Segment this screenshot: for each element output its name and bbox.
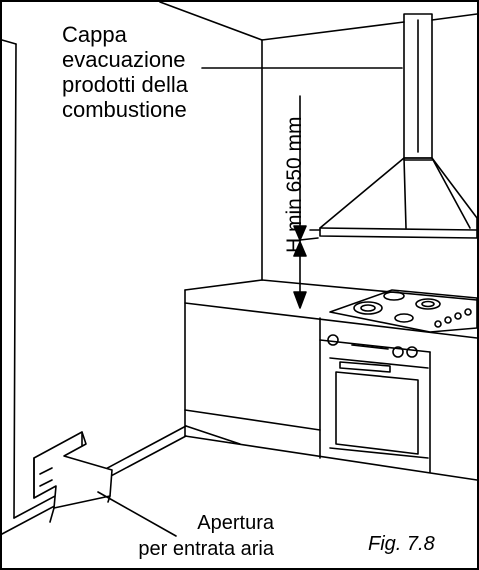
hood-label-line-1: Cappa (62, 22, 127, 47)
air-inlet-arrow (33, 431, 113, 523)
cooktop (329, 289, 478, 333)
hood-label-line-3: prodotti della (62, 72, 188, 97)
hood-label: Cappa evacuazione prodotti della combust… (62, 22, 188, 122)
oven (319, 334, 431, 473)
hood-label-line-2: evacuazione (62, 47, 186, 72)
air-leader-line (97, 491, 177, 537)
air-inlet-label: Apertura per entrata aria (106, 510, 274, 562)
range-hood (319, 13, 478, 239)
kitchen-counter (184, 279, 478, 481)
height-dimension-arrow (293, 95, 321, 309)
air-inlet-label-line-1: Apertura (197, 512, 274, 534)
air-inlet-label-line-2: per entrata aria (138, 538, 274, 560)
figure-caption: Fig. 7.8 (368, 533, 435, 555)
hood-label-line-4: combustione (62, 97, 187, 122)
height-label: H min 650 mm (283, 116, 306, 253)
